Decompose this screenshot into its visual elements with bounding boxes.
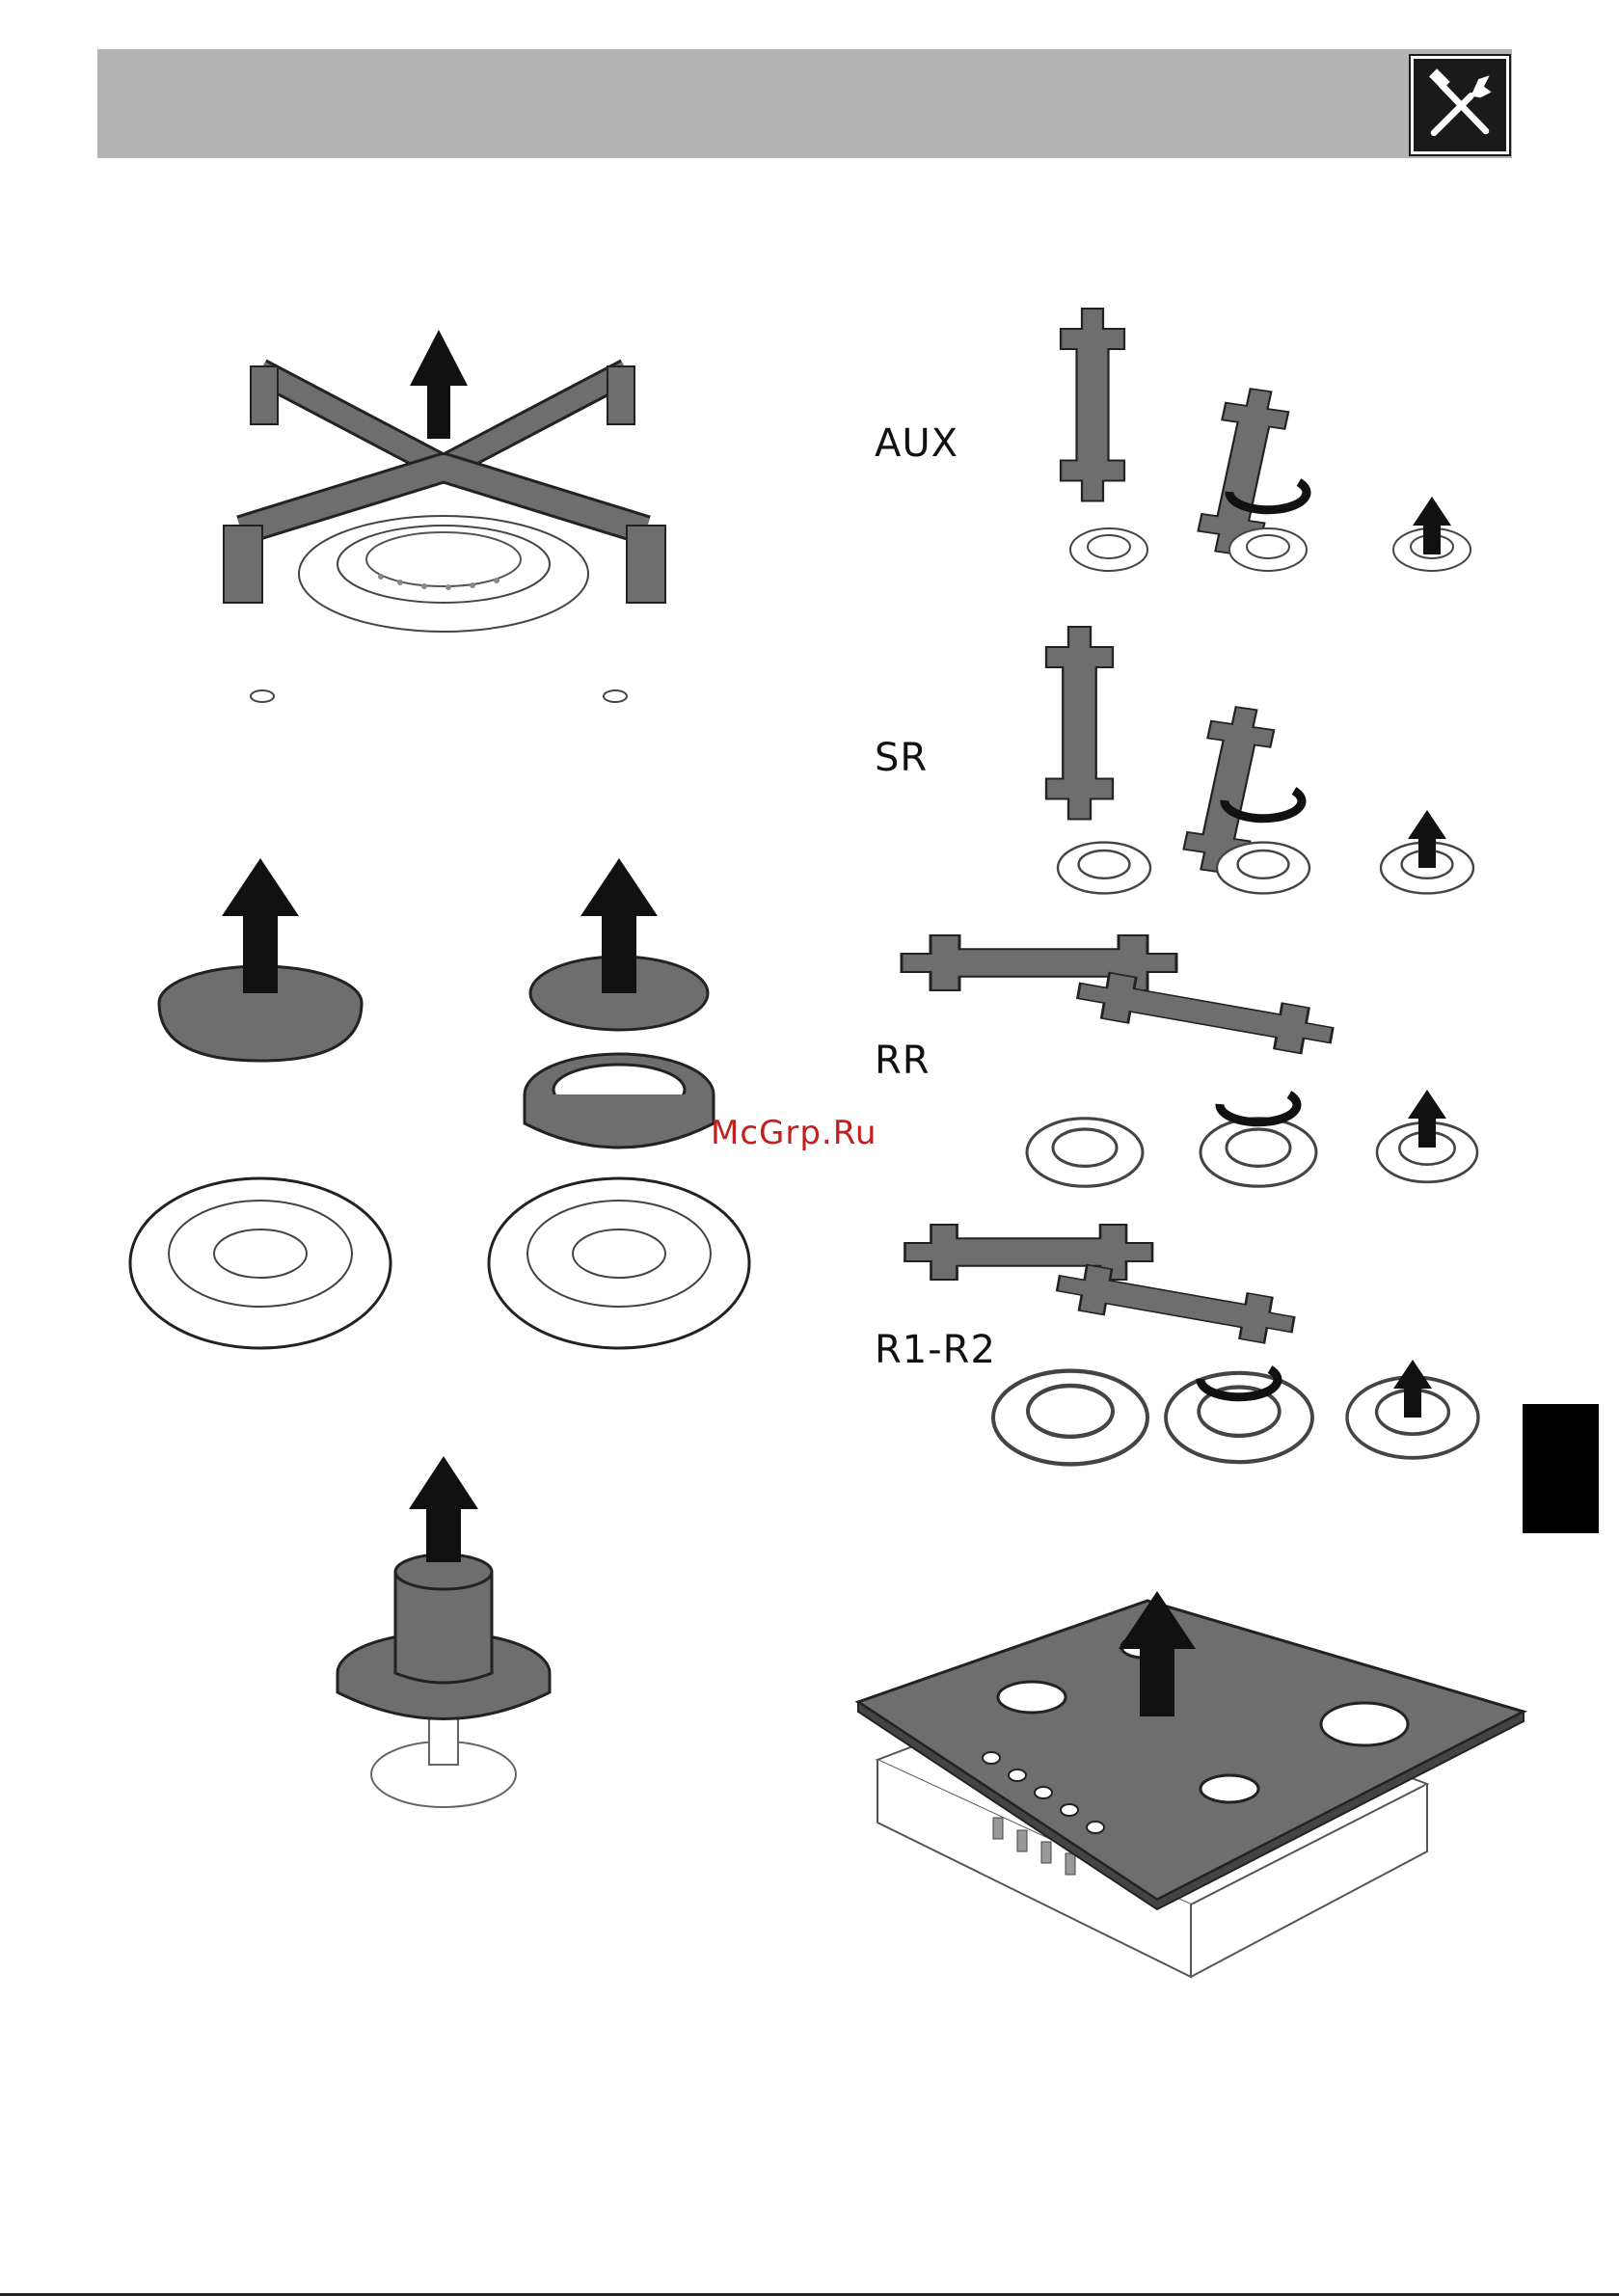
label-r1r2: R1-R2 xyxy=(875,1328,996,1372)
label-aux: AUX xyxy=(875,421,958,466)
knob-figure xyxy=(328,1456,559,1861)
tools-icon xyxy=(1411,56,1509,154)
watermark: McGrp.Ru xyxy=(711,1114,877,1152)
aux-key-figure xyxy=(1061,309,1504,588)
section-tab xyxy=(1523,1404,1599,1533)
hob-top-figure xyxy=(849,1572,1543,2025)
pan-support-figure xyxy=(202,318,685,704)
label-sr: SR xyxy=(875,736,928,780)
sr-key-figure xyxy=(1046,627,1499,906)
rr-key-figure xyxy=(1003,935,1495,1196)
label-rr: RR xyxy=(875,1039,931,1083)
r1r2-key-figure xyxy=(988,1225,1499,1485)
header-bar xyxy=(97,49,1512,158)
burner-caps-figure xyxy=(125,858,781,1360)
